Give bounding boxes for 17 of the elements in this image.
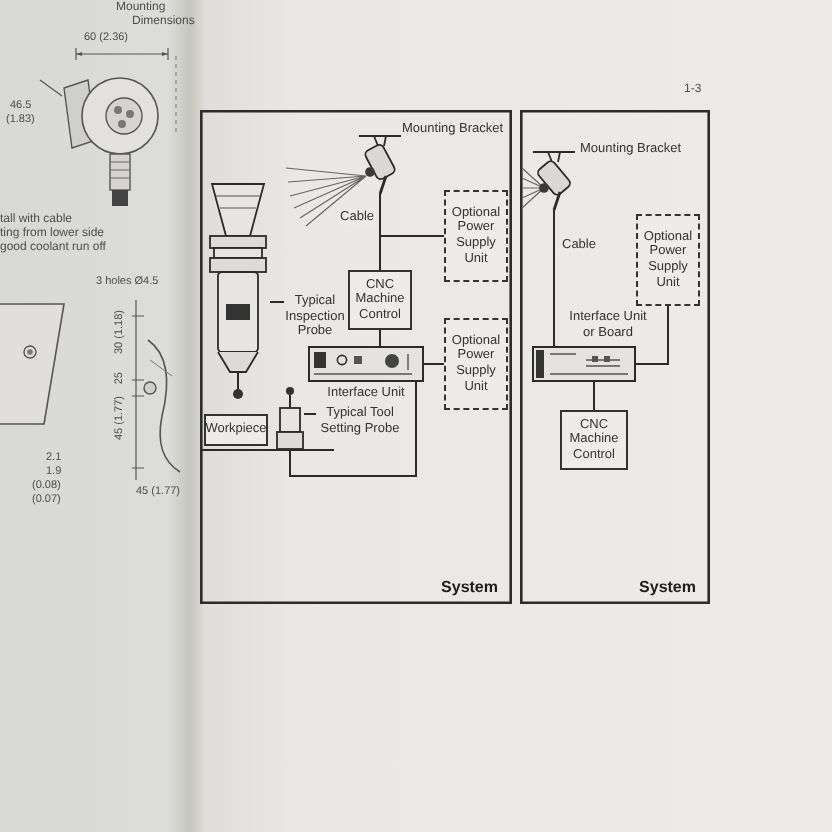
panel-caption: System [441, 578, 498, 596]
cable-line [289, 381, 417, 477]
dashed-box [444, 190, 508, 282]
leader-line [303, 413, 317, 415]
cable-line [423, 363, 445, 365]
cable-line [593, 381, 595, 411]
workpiece-box [204, 414, 268, 446]
leader-line [269, 301, 285, 303]
panel-caption: System [639, 578, 696, 596]
dashed-box [636, 214, 700, 306]
dashed-box [444, 318, 508, 410]
panel-frame [520, 110, 710, 604]
cable-line [379, 329, 381, 347]
cable-line [553, 209, 555, 347]
cable-line [379, 193, 445, 237]
panel-frame [200, 110, 512, 604]
cable-line [635, 305, 669, 365]
